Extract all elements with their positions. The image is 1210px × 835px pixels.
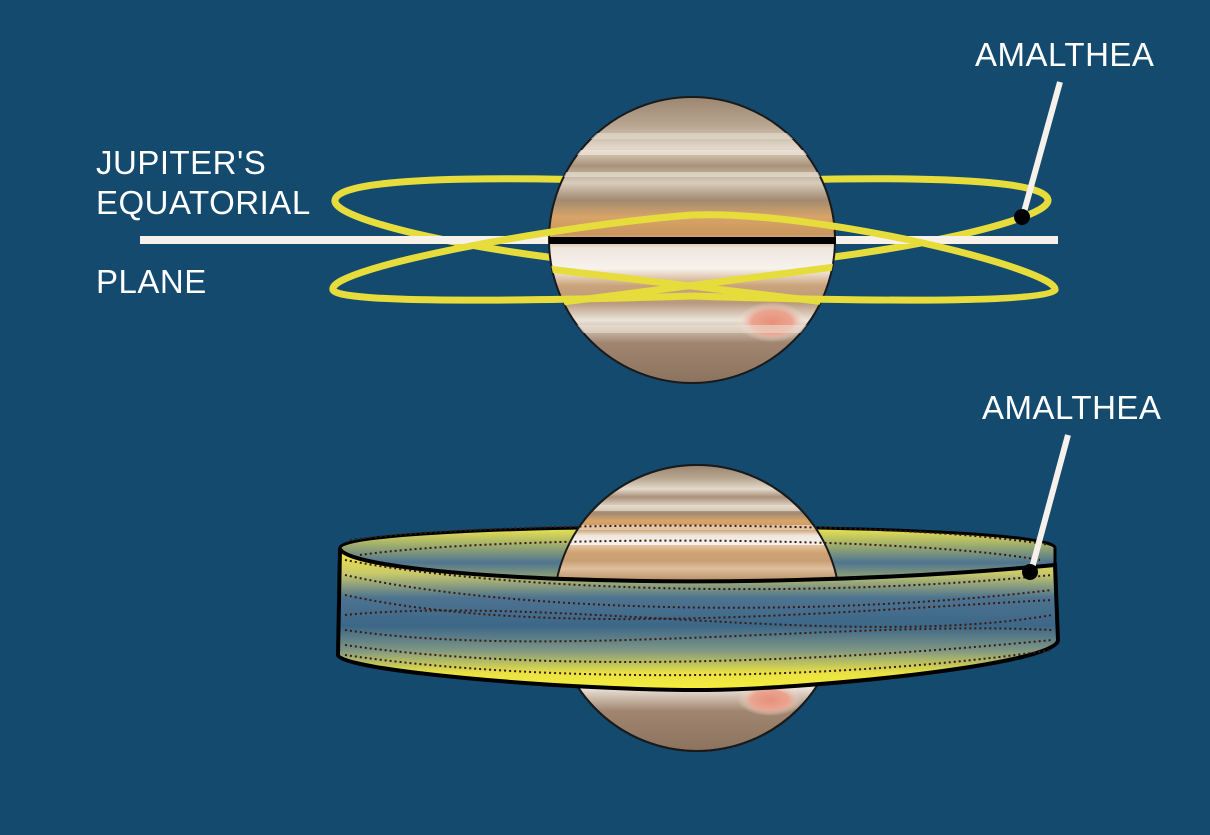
jupiter-top — [548, 96, 836, 384]
amalthea-pointer-top — [1021, 81, 1063, 213]
bottom-panel — [335, 434, 1071, 752]
ring-band-front — [335, 547, 1061, 693]
orbit-traces — [344, 524, 1053, 677]
plane-label-line3: PLANE — [96, 263, 207, 300]
amalthea-label-top: AMALTHEA — [975, 36, 1155, 73]
amalthea-label-bottom: AMALTHEA — [982, 389, 1162, 426]
great-red-spot — [738, 302, 806, 342]
plane-label-line2: EQUATORIAL — [96, 184, 311, 221]
top-panel — [140, 81, 1063, 384]
amalthea-moon-top — [1014, 209, 1030, 225]
orbit-front — [329, 211, 1059, 304]
amalthea-moon-bottom — [1022, 564, 1038, 580]
plane-label-line1: JUPITER'S — [96, 144, 267, 181]
amalthea-pointer-bottom — [1029, 434, 1071, 569]
